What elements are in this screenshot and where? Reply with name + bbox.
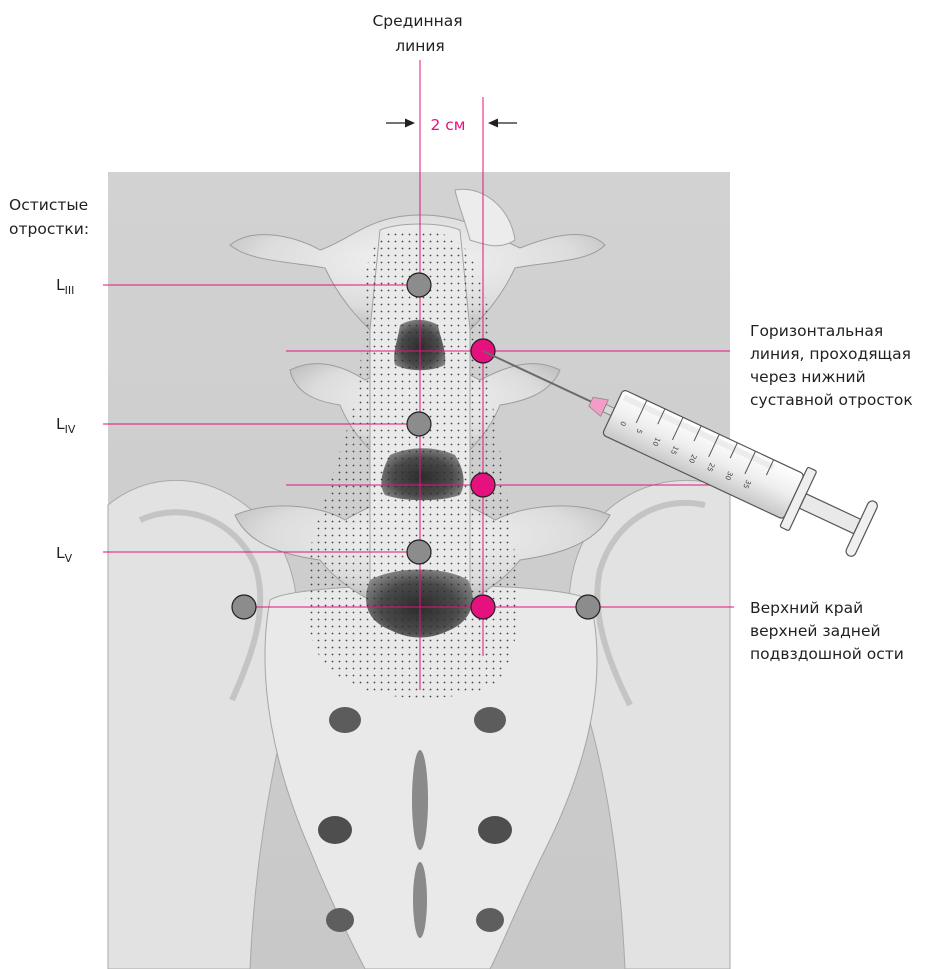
iliac-spine-label: Верхний край верхней задней подвздошной …	[750, 599, 904, 663]
horizontal-line-label: Горизонтальная линия, проходящая через н…	[750, 322, 916, 409]
spinous-process-l3-marker	[407, 273, 431, 297]
level-label-l4: LIV	[56, 415, 76, 436]
distance-label: 2 см	[430, 116, 465, 134]
level-label-l5: LV	[56, 544, 73, 565]
spinous-process-l5-marker	[407, 540, 431, 564]
spinous-processes-label: Остистые отростки:	[9, 196, 93, 238]
injection-point-middle	[471, 473, 495, 497]
level-label-l3: LIII	[56, 276, 74, 297]
spinous-process-l4-marker	[407, 412, 431, 436]
iliac-spine-left-marker	[232, 595, 256, 619]
midline-label: Срединная линия	[372, 12, 467, 55]
injection-point-lower	[471, 595, 495, 619]
iliac-spine-right-marker	[576, 595, 600, 619]
